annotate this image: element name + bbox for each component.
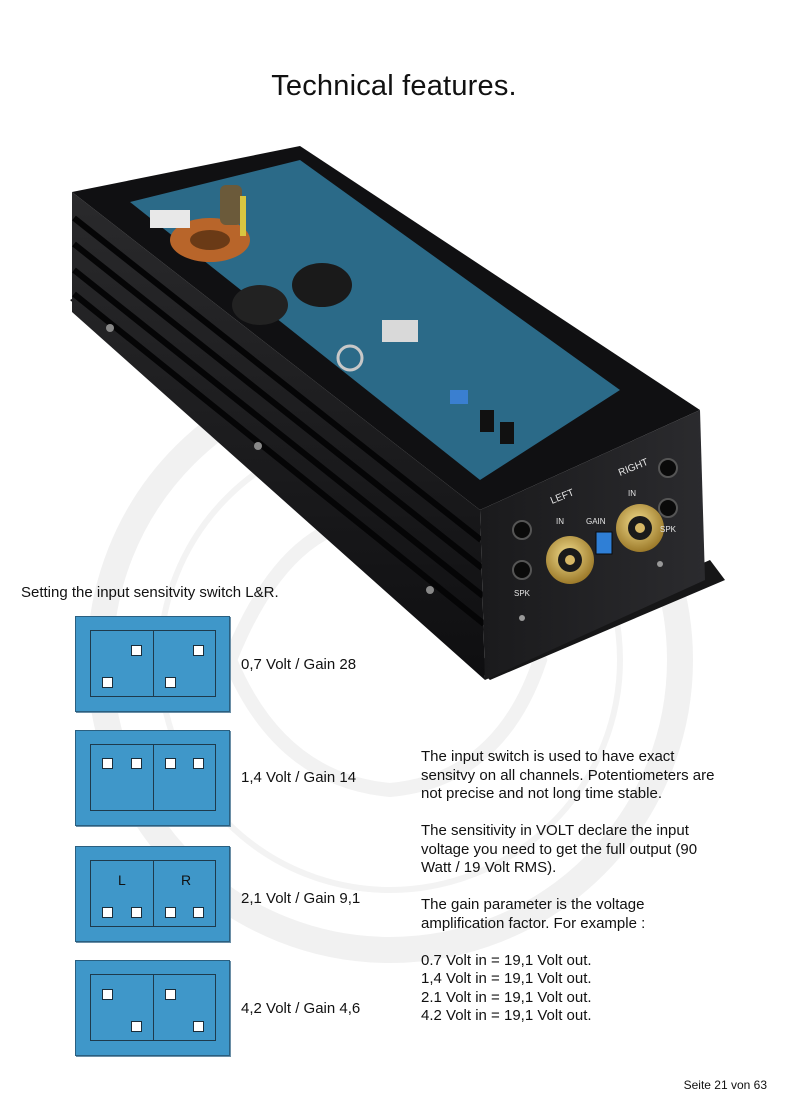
switch-caption: 2,1 Volt / Gain 9,1 (241, 890, 361, 907)
description-paragraph: The gain parameter is the voltage amplif… (421, 896, 646, 932)
description-text: The input switch is used to have exact s… (421, 748, 721, 1026)
label-in-left: IN (556, 517, 564, 526)
switch-caption: 4,2 Volt / Gain 4,6 (241, 1000, 361, 1017)
label-gain: GAIN (586, 517, 606, 526)
channel-divider (153, 631, 154, 696)
dip-position (193, 645, 204, 656)
dip-position (165, 989, 176, 1000)
gain-switch (595, 531, 613, 555)
dip-position (131, 758, 142, 769)
switch-diagram-2-1v: L R (75, 846, 230, 942)
switch-caption: 0,7 Volt / Gain 28 (241, 656, 357, 673)
description-paragraph: The sensitivity in VOLT declare the inpu… (421, 822, 698, 876)
page-number: Seite 21 von 63 (683, 1078, 767, 1092)
switch-caption: 1,4 Volt / Gain 14 (241, 769, 357, 786)
front-panel (480, 410, 705, 680)
label-spk-left: SPK (514, 589, 531, 598)
example-line: 2.1 Volt in = 19,1 Volt out. (421, 988, 592, 1006)
switch-housing (90, 630, 216, 697)
dip-position (165, 677, 176, 688)
dip-position (102, 907, 113, 918)
switch-diagram-0-7v (75, 616, 230, 712)
dip-position (165, 758, 176, 769)
dip-position (193, 907, 204, 918)
channel-label-left: L (118, 872, 126, 888)
circuit-board (130, 160, 620, 480)
components (150, 185, 514, 444)
rca-jack-right (616, 504, 664, 552)
dip-position (193, 758, 204, 769)
dip-position (131, 907, 142, 918)
channel-label-right: R (181, 872, 192, 888)
example-line: 1,4 Volt in = 19,1 Volt out. (421, 970, 592, 987)
label-spk-right: SPK (660, 525, 677, 534)
channel-divider (153, 745, 154, 810)
dip-position (165, 907, 176, 918)
channel-divider (153, 861, 154, 926)
dip-position (102, 677, 113, 688)
amplifier-photo: LEFT RIGHT IN IN GAIN SPK SPK (70, 146, 725, 680)
dip-position (131, 1021, 142, 1032)
switch-housing (90, 974, 216, 1041)
switch-diagram-1-4v (75, 730, 230, 826)
dip-position (193, 1021, 204, 1032)
description-paragraph: The input switch is used to have exact s… (421, 748, 715, 802)
switch-housing: L R (90, 860, 216, 927)
switch-setting-heading: Setting the input sensitvity switch L&R. (21, 584, 279, 601)
dip-position (102, 758, 113, 769)
rca-jack-left (546, 536, 594, 584)
switch-diagram-4-2v (75, 960, 230, 1056)
cooling-fins (72, 215, 486, 627)
channel-divider (153, 975, 154, 1040)
dip-position (131, 645, 142, 656)
switch-housing (90, 744, 216, 811)
label-in-right: IN (628, 489, 636, 498)
example-list: 0.7 Volt in = 19,1 Volt out. 1,4 Volt in… (421, 952, 721, 1026)
page-title: Technical features. (271, 70, 517, 102)
example-line: 0.7 Volt in = 19,1 Volt out. (421, 951, 592, 969)
example-line: 4.2 Volt in = 19,1 Volt out. (421, 1007, 592, 1024)
dip-position (102, 989, 113, 1000)
